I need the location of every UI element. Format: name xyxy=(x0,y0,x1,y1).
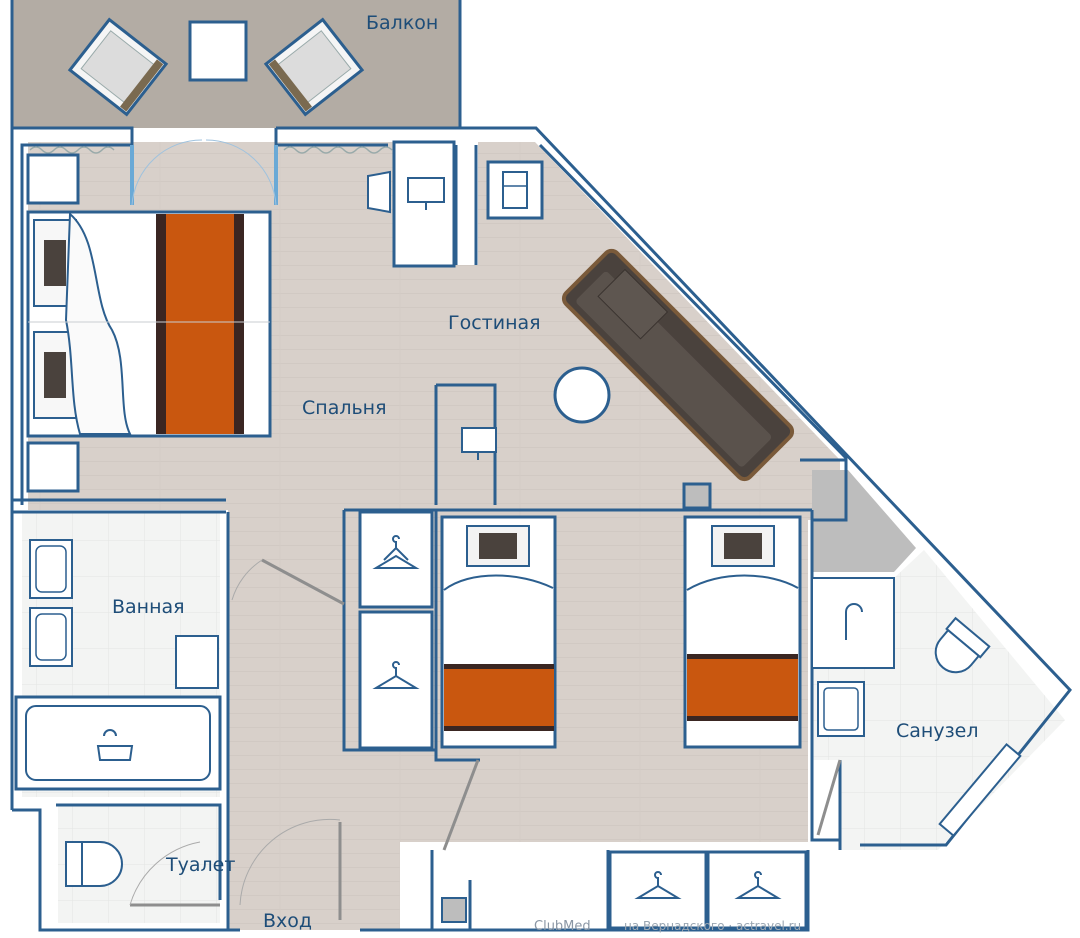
balcony-door[interactable] xyxy=(130,139,278,206)
label-bedroom: Спальня xyxy=(302,397,387,419)
wardrobe-upper xyxy=(358,510,434,609)
armchair-right xyxy=(263,17,365,117)
label-balcony: Балкон xyxy=(366,12,438,34)
washroom-fixtures xyxy=(811,577,1022,838)
curtain-right xyxy=(283,146,393,154)
shower-icon xyxy=(845,603,863,640)
double-bed xyxy=(26,210,272,438)
armchair-left xyxy=(67,17,169,117)
hanger-icon xyxy=(734,871,782,899)
hanger-icon xyxy=(372,554,420,569)
nightstand-bottom xyxy=(26,441,80,493)
label-washroom: Санузел xyxy=(896,720,979,742)
desk xyxy=(367,140,456,268)
label-toilet: Туалет xyxy=(165,854,235,876)
label-bathroom: Ванная xyxy=(112,596,185,618)
hanger-icon xyxy=(372,661,420,689)
hanger-icon xyxy=(634,871,682,899)
walls xyxy=(10,126,1072,932)
credit-text: на Вернадского · actravel.ru xyxy=(624,919,801,933)
bathtub-icon xyxy=(96,729,134,761)
coffee-table xyxy=(553,366,611,424)
wardrobe-lower xyxy=(358,610,434,750)
nightstand-top xyxy=(26,153,80,205)
single-bed-left xyxy=(440,515,557,749)
label-living: Гостиная xyxy=(448,312,541,334)
label-entrance: Вход xyxy=(263,910,312,932)
bathroom-fixtures xyxy=(14,539,222,791)
toilet-fixture xyxy=(65,841,123,887)
curtain-left xyxy=(29,146,115,154)
column-small xyxy=(682,482,712,510)
single-bed-right xyxy=(683,515,802,749)
shaft-wall xyxy=(800,458,848,522)
balcony-table xyxy=(188,20,248,82)
sofa xyxy=(561,248,795,482)
minibar xyxy=(486,160,544,220)
balcony xyxy=(10,0,462,128)
entry-wardrobes xyxy=(608,850,808,930)
partition-tv xyxy=(461,427,497,460)
interior-doors[interactable] xyxy=(129,558,842,920)
credit-brand: ClubMed xyxy=(534,919,591,934)
shaft-small xyxy=(441,897,467,923)
